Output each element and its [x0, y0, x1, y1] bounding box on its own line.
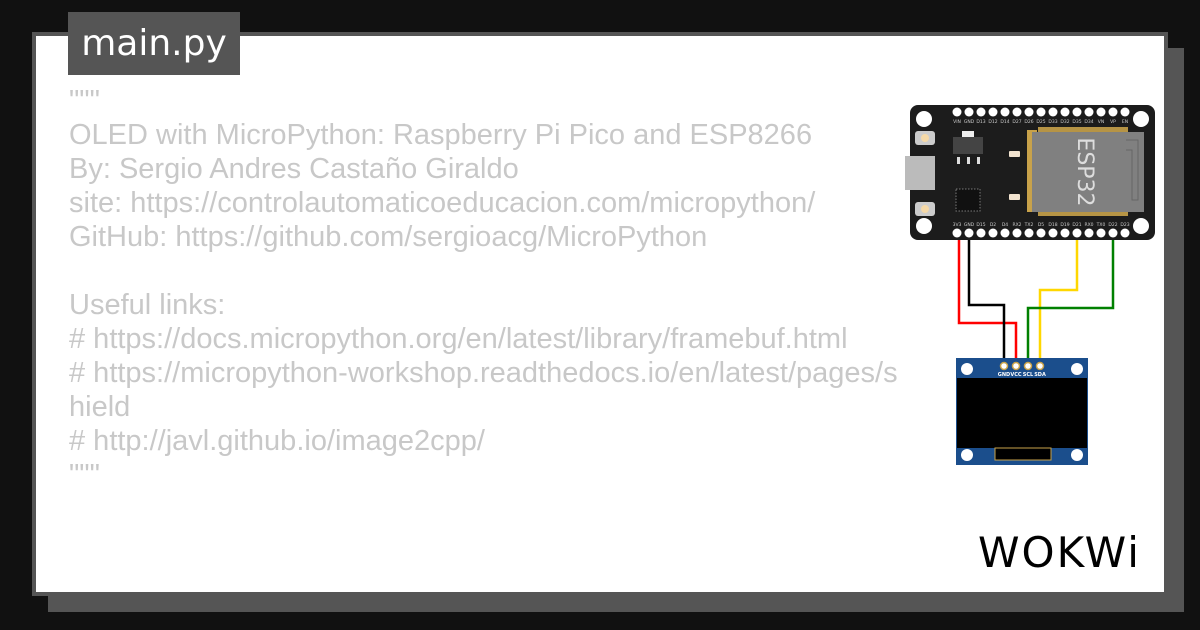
pin-label: EN	[1122, 119, 1128, 125]
code-line: OLED with MicroPython: Raspberry Pi Pico…	[69, 119, 813, 151]
esp32-chip-label: ESP32	[1072, 137, 1097, 206]
code-line: site: https://controlautomaticoeducacion…	[69, 187, 816, 219]
oled-pin-label: SCL	[1023, 372, 1034, 378]
oled-pin-label: GND	[998, 372, 1010, 378]
pin-bottom[interactable]	[964, 228, 974, 238]
pin-label: D34	[1084, 119, 1093, 125]
pin-label: RX0	[1084, 222, 1093, 228]
file-tab[interactable]: main.py	[68, 12, 240, 75]
pin-label: VP	[1110, 119, 1116, 125]
pin-top[interactable]	[976, 107, 986, 117]
oled-pin[interactable]	[999, 361, 1009, 371]
pin-bottom[interactable]	[988, 228, 998, 238]
pin-label: D26	[1024, 119, 1033, 125]
oled-pin-label: SDA	[1034, 372, 1046, 378]
pin-label: D4	[1002, 222, 1008, 228]
oled-pin-label: VCC	[1010, 372, 1022, 378]
code-line: By: Sergio Andres Castaño Giraldo	[69, 153, 519, 185]
code-line: GitHub: https://github.com/sergioacg/Mic…	[69, 221, 708, 253]
pin-top[interactable]	[988, 107, 998, 117]
code-line: """	[69, 85, 100, 117]
code-line: # https://docs.micropython.org/en/latest…	[69, 323, 848, 355]
pin-top[interactable]	[1096, 107, 1106, 117]
pin-label: 3V3	[953, 222, 962, 228]
pin-top[interactable]	[1108, 107, 1118, 117]
pin-bottom[interactable]	[1036, 228, 1046, 238]
pin-label: D25	[1036, 119, 1045, 125]
code-line: # http://javl.github.io/image2cpp/	[69, 425, 485, 457]
pin-bottom[interactable]	[1048, 228, 1058, 238]
wire-3v3-vcc[interactable]	[957, 233, 1018, 366]
pin-bottom[interactable]	[1120, 228, 1130, 238]
pin-bottom[interactable]	[952, 228, 962, 238]
pin-top[interactable]	[952, 107, 962, 117]
pin-label: D21	[1072, 222, 1081, 228]
pin-top[interactable]	[1036, 107, 1046, 117]
pin-bottom[interactable]	[1072, 228, 1082, 238]
pin-label: D27	[1012, 119, 1021, 125]
pin-bottom[interactable]	[1012, 228, 1022, 238]
pin-label: D5	[1038, 222, 1044, 228]
pin-label: D32	[1060, 119, 1069, 125]
pin-label: D14	[1000, 119, 1009, 125]
pin-top[interactable]	[1084, 107, 1094, 117]
wires	[957, 233, 1115, 366]
wire-gnd-gnd[interactable]	[967, 233, 1006, 366]
oled-pin[interactable]	[1035, 361, 1045, 371]
pin-label: RX2	[1012, 222, 1021, 228]
pin-label: D23	[1120, 222, 1129, 228]
pin-label: D22	[1108, 222, 1117, 228]
pin-top[interactable]	[1120, 107, 1130, 117]
pin-label: D19	[1060, 222, 1069, 228]
pin-top[interactable]	[1024, 107, 1034, 117]
pin-label: GND	[964, 119, 975, 125]
pin-label: D12	[988, 119, 997, 125]
oled-pin[interactable]	[1023, 361, 1033, 371]
wire-d22-scl[interactable]	[1026, 233, 1115, 366]
pin-top[interactable]	[964, 107, 974, 117]
pin-label: D13	[976, 119, 985, 125]
pin-bottom[interactable]	[1000, 228, 1010, 238]
pin-label: VN	[1098, 119, 1104, 125]
pin-bottom[interactable]	[976, 228, 986, 238]
pin-bottom[interactable]	[1108, 228, 1118, 238]
pin-label: D15	[976, 222, 985, 228]
pin-bottom[interactable]	[1084, 228, 1094, 238]
oled-pin[interactable]	[1011, 361, 1021, 371]
pin-label: D33	[1048, 119, 1057, 125]
pin-top[interactable]	[1060, 107, 1070, 117]
pin-bottom[interactable]	[1096, 228, 1106, 238]
wire-d21-sda[interactable]	[1038, 233, 1079, 366]
pin-top[interactable]	[1000, 107, 1010, 117]
code-line: # https://micropython-workshop.readthedo…	[69, 357, 898, 423]
pin-label: TX0	[1096, 222, 1106, 228]
pin-label: D2	[990, 222, 996, 228]
code-listing: """OLED with MicroPython: Raspberry Pi P…	[69, 84, 909, 492]
wokwi-logo: WOKWi	[978, 528, 1141, 577]
pin-label: D35	[1072, 119, 1081, 125]
pin-label: D18	[1048, 222, 1057, 228]
pin-label: GND	[964, 222, 975, 228]
pin-top[interactable]	[1072, 107, 1082, 117]
pin-top[interactable]	[1012, 107, 1022, 117]
code-line: Useful links:	[69, 289, 226, 321]
pin-label: VIN	[953, 119, 961, 125]
pin-top[interactable]	[1048, 107, 1058, 117]
pin-bottom[interactable]	[1060, 228, 1070, 238]
code-line: """	[69, 459, 100, 491]
pin-label: TX2	[1024, 222, 1034, 228]
pin-bottom[interactable]	[1024, 228, 1034, 238]
